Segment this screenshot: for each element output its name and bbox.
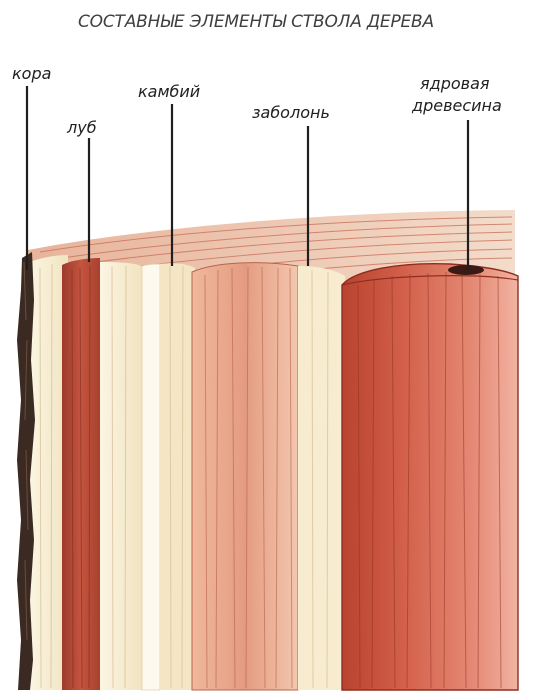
pale-layer-inner bbox=[100, 262, 142, 690]
heartwood-layer bbox=[342, 264, 518, 690]
pale-layer-after-cambium bbox=[160, 263, 195, 690]
cambium-layer bbox=[142, 264, 160, 690]
sapwood-layer bbox=[192, 263, 298, 690]
heartwood-core-mark bbox=[448, 265, 484, 275]
sapwood-pale-face bbox=[298, 266, 345, 690]
